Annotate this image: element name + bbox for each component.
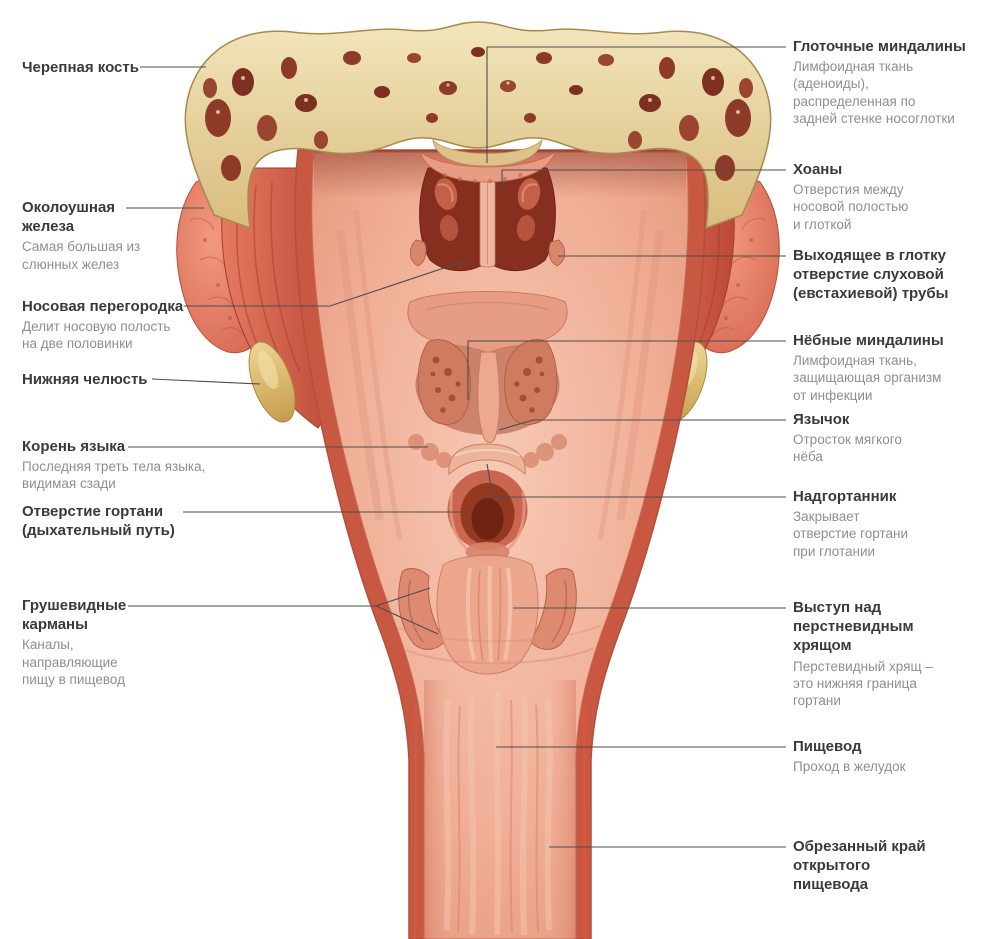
label-desc: Самая большая из слюнных желез <box>22 239 141 272</box>
label-title: Нижняя челюсть <box>22 371 148 388</box>
label-title: Хоаны <box>793 161 843 178</box>
label-title: Грушевидные карманы <box>22 597 127 634</box>
leader-nasal-septum <box>184 259 469 307</box>
esophagus <box>397 625 601 939</box>
palatine-tonsil-right <box>504 339 558 425</box>
label-desc: Перстевидный хрящ – это нижняя граница г… <box>793 658 933 709</box>
label-title: Околоушная железа <box>22 199 116 236</box>
label-nasal-septum: Носовая перегородка Делит носовую полост… <box>22 297 214 353</box>
leader-piriform-2 <box>375 605 439 635</box>
label-esophagus-cut-edge: Обрезанный край открытого пищевода <box>793 837 991 897</box>
label-piriform-recesses: Грушевидные карманы Каналы, направляющие… <box>22 596 214 688</box>
leader-uvula <box>498 419 786 431</box>
label-desc: Лимфоидная ткань, защищающая организм от… <box>793 353 942 403</box>
leader-choanae <box>501 169 786 191</box>
label-title: Выступ над перстневидным хрящом <box>793 599 914 655</box>
label-tongue-root: Корень языка Последняя треть тела языка,… <box>22 437 214 493</box>
label-title: Надгортанник <box>793 488 897 505</box>
label-desc: Делит носовую полость на две половинки <box>22 319 171 352</box>
nasal-turbinates <box>434 178 541 241</box>
label-title: Язычок <box>793 411 850 428</box>
eustachian-opening-right <box>548 239 566 267</box>
uvula <box>477 351 501 443</box>
label-title: Корень языка <box>22 438 126 455</box>
label-parotid-gland: Околоушная железа Самая большая из слюнн… <box>22 198 214 273</box>
label-desc: Каналы, направляющие пищу в пищевод <box>22 637 125 687</box>
label-mandible: Нижняя челюсть <box>22 370 214 391</box>
esophageal-folds <box>443 691 553 936</box>
label-title: Выходящее в глотку отверстие слуховой (е… <box>793 247 949 303</box>
label-title: Пищевод <box>793 738 862 755</box>
label-title: Обрезанный край открытого пищевода <box>793 838 926 894</box>
label-esophagus: Пищевод Проход в желудок <box>793 737 991 775</box>
label-desc: Последняя треть тела языка, видимая сзад… <box>22 459 206 492</box>
leader-adenoids <box>486 46 786 163</box>
label-adenoids: Глоточные миндалины Лимфоидная ткань (ад… <box>793 37 991 127</box>
label-cranial-bone: Черепная кость <box>22 58 214 79</box>
label-desc: Отросток мягкого нёба <box>793 432 902 465</box>
label-eustachian-tube: Выходящее в глотку отверстие слуховой (е… <box>793 246 991 306</box>
leader-palatine-tonsils <box>467 340 786 400</box>
skull-bone <box>184 21 772 230</box>
label-title: Отверстие гортани (дыхательный путь) <box>22 503 175 540</box>
leader-mandible <box>151 378 261 385</box>
label-title: Черепная кость <box>22 59 139 76</box>
label-larynx-opening: Отверстие гортани (дыхательный путь) <box>22 502 214 542</box>
label-choanae: Хоаны Отверстия между носовой полостью и… <box>793 160 991 233</box>
label-title: Носовая перегородка <box>22 298 184 315</box>
eustachian-opening-left <box>409 239 427 267</box>
label-desc: Отверстия между носовой полостью и глотк… <box>793 182 909 232</box>
label-epiglottis: Надгортанник Закрывает отверстие гортани… <box>793 487 991 560</box>
label-desc: Лимфоидная ткань (аденоиды), распределен… <box>793 59 955 126</box>
label-uvula: Язычок Отросток мягкого нёба <box>793 410 991 466</box>
label-palatine-tonsils: Нёбные миндалины Лимфоидная ткань, защищ… <box>793 331 991 404</box>
label-desc: Проход в желудок <box>793 759 906 775</box>
leader-epiglottis <box>486 463 786 498</box>
pharyngeal-tubercle <box>432 138 543 167</box>
label-title: Глоточные миндалины <box>793 38 966 55</box>
label-title: Нёбные миндалины <box>793 332 944 349</box>
soft-palate-and-tonsils <box>407 291 568 468</box>
label-desc: Закрывает отверстие гортани при глотании <box>793 509 909 559</box>
esophagus-cut-edge-right <box>582 704 587 939</box>
label-cricoid-bulge: Выступ над перстневидным хрящом Перстеви… <box>793 598 991 709</box>
palatine-tonsil-left <box>417 339 471 425</box>
